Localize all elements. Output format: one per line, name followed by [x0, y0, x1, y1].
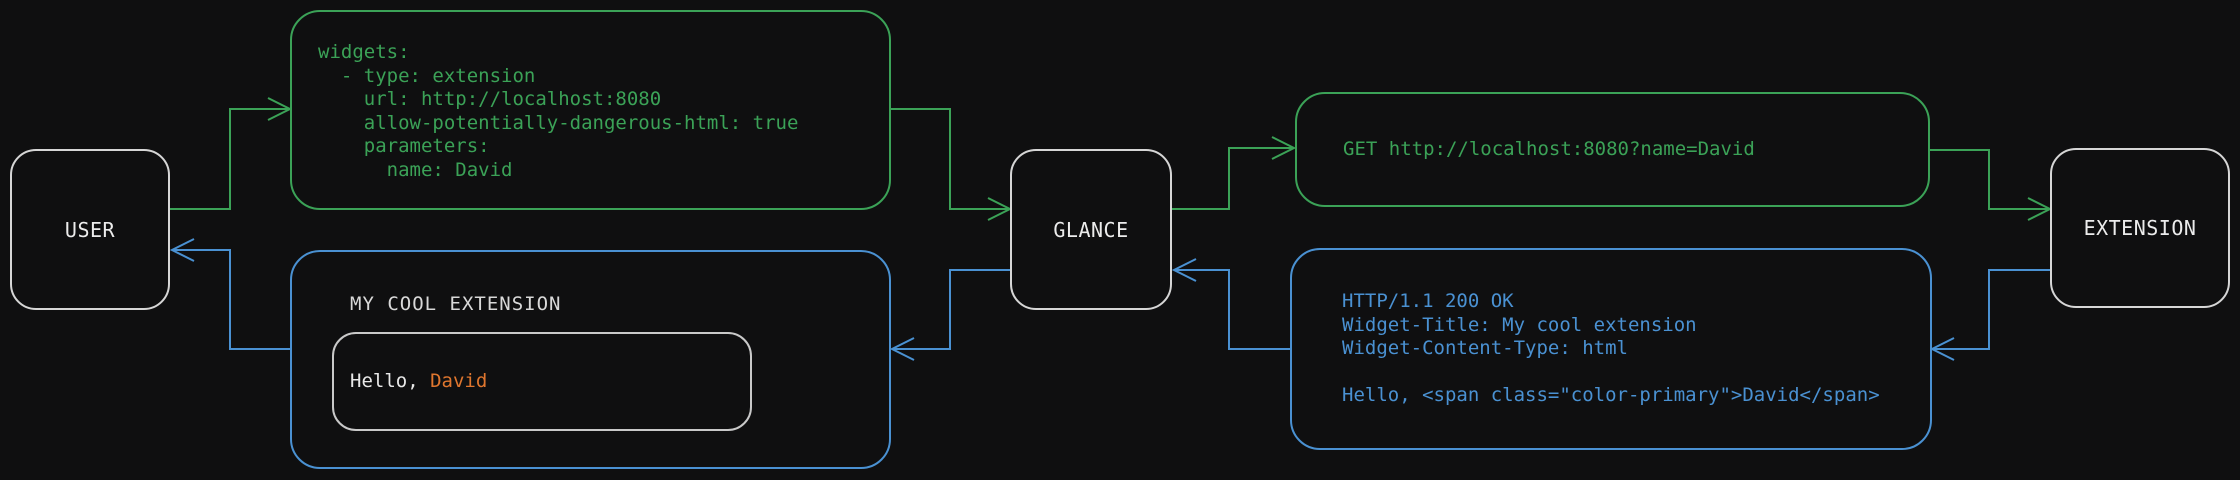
connector-line — [891, 108, 1008, 210]
http-response-line: HTTP/1.1 200 OK — [1342, 290, 1514, 313]
connector-widget-to-user — [169, 238, 290, 350]
node-glance: GLANCE — [1010, 149, 1172, 310]
node-glance-label: GLANCE — [1053, 217, 1129, 242]
connector-line — [1176, 269, 1290, 350]
http-response-line: Hello, <span class="color-primary">David… — [1342, 384, 1880, 407]
http-response-line: Widget-Content-Type: html — [1342, 337, 1628, 360]
yaml-config-line: parameters: — [318, 135, 490, 157]
yaml-config-line: url: http://localhost:8080 — [318, 88, 662, 110]
node-extension: EXTENSION — [2050, 148, 2230, 308]
yaml-config-line: name: David — [318, 158, 513, 181]
yaml-config-line: widgets: — [318, 41, 410, 63]
connector-response-to-glance — [1171, 258, 1290, 350]
connector-line — [170, 108, 288, 210]
connector-extension-to-response — [1929, 269, 2050, 361]
http-request-box: GET http://localhost:8080?name=David — [1295, 92, 1930, 207]
connector-line — [174, 249, 290, 350]
http-response-line — [1342, 361, 1930, 385]
yaml-config-line: allow-potentially-dangerous-html: true — [318, 111, 799, 134]
arrowhead-left-icon — [169, 238, 195, 262]
connector-line — [1930, 149, 2048, 210]
yaml-config-line: - type: extension — [318, 64, 536, 87]
rendered-widget-box: MY COOL EXTENSION Hello, David — [290, 250, 891, 469]
http-response-line: Widget-Title: My cool extension — [1342, 313, 1697, 336]
node-user: USER — [10, 149, 170, 310]
arrowhead-left-icon — [889, 337, 915, 361]
arrowhead-left-icon — [1929, 337, 1955, 361]
arrowhead-right-icon — [1271, 136, 1297, 160]
connector-line — [1172, 147, 1292, 210]
http-response-box: HTTP/1.1 200 OK Widget-Title: My cool ex… — [1290, 248, 1932, 450]
connector-glance-to-request — [1172, 136, 1297, 210]
connector-config-to-glance — [891, 108, 1013, 221]
widget-title: MY COOL EXTENSION — [350, 293, 562, 315]
connector-request-to-extension — [1930, 149, 2053, 221]
http-request-line: GET http://localhost:8080?name=David — [1343, 137, 1755, 160]
arrowhead-left-icon — [1171, 258, 1197, 282]
node-extension-label: EXTENSION — [2083, 216, 2197, 240]
connector-line — [894, 269, 1010, 350]
node-user-label: USER — [64, 217, 116, 242]
connector-user-to-config — [170, 97, 293, 210]
widget-content-box: Hello, David — [332, 332, 752, 431]
widget-name-text: David — [430, 369, 488, 392]
widget-greeting-text: Hello, — [350, 369, 431, 392]
yaml-config-box: widgets: - type: extension url: http://l… — [290, 10, 891, 210]
connector-glance-to-widget — [889, 269, 1010, 361]
connector-line — [1934, 269, 2050, 350]
